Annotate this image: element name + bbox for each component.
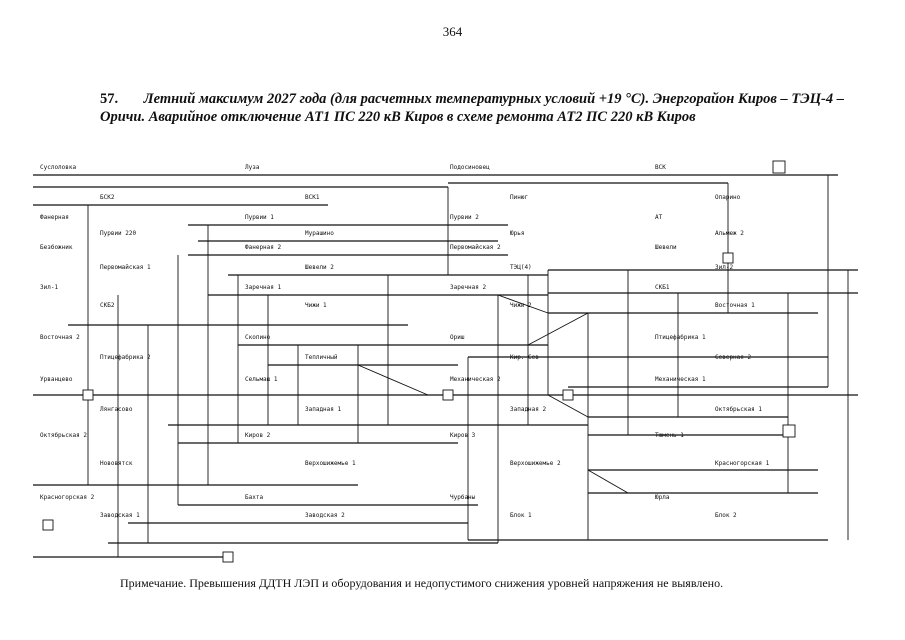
diagram-label: Птицефабрика 1 bbox=[655, 334, 706, 341]
diagram-label: Юрья bbox=[510, 230, 524, 237]
diagram-label: Киров 3 bbox=[450, 432, 476, 439]
diagram-label: Нововятск bbox=[100, 460, 133, 467]
diagram-label: Чижи 1 bbox=[305, 302, 327, 309]
diagram-label: Бахта bbox=[245, 494, 263, 501]
diagram-label: Пурвии 2 bbox=[450, 214, 479, 221]
schema-svg: Суслоловка Луза Подосиновец ВСК БСК2 ВСК1 Пиню… bbox=[33, 160, 858, 563]
diagram-label: Чурбаны bbox=[450, 494, 476, 501]
diagram-label: ТЭЦ(4) bbox=[510, 264, 532, 271]
diagram-label: Блок 1 bbox=[510, 512, 532, 519]
page-number: 364 bbox=[442, 24, 463, 39]
diagram-label: Западная 2 bbox=[510, 406, 547, 413]
diagram-label: Восточная 1 bbox=[715, 302, 755, 309]
diagram-label: Пурвии 1 bbox=[245, 214, 274, 221]
diagram-label: ВСК1 bbox=[305, 194, 320, 201]
diagram-label: ВСК bbox=[655, 164, 666, 171]
diagram-label: АТ bbox=[655, 214, 663, 221]
diagram-label: Северная 2 bbox=[715, 354, 752, 361]
section-number: 57. bbox=[100, 91, 119, 107]
diagram-label: Тюмень 1 bbox=[655, 432, 684, 439]
diagram-label: Кир. Сев bbox=[510, 354, 539, 361]
network-diagram: Суслоловка Луза Подосиновец ВСК БСК2 ВСК1 Пиню… bbox=[28, 125, 863, 565]
diagram-label: Зил-1 bbox=[40, 284, 58, 291]
diagram-label: СКБ1 bbox=[655, 284, 670, 291]
heading: 57. Летний максимум 2027 года (для расче… bbox=[100, 90, 845, 126]
diagram-label: Октябрьская 1 bbox=[715, 406, 762, 413]
diagram-label: Сельмаш 1 bbox=[245, 376, 278, 383]
diagram-label: Опарино bbox=[715, 194, 741, 201]
diagram-label: Фанерная bbox=[40, 214, 69, 221]
diagram-label: Механическая 2 bbox=[450, 376, 501, 383]
diagram-label: Луза bbox=[245, 164, 260, 171]
diagram-label: Подосиновец bbox=[450, 164, 490, 171]
diagram-label: Заводская 2 bbox=[305, 512, 345, 519]
diagram-label: БСК2 bbox=[100, 194, 115, 201]
diagram-label: Шевели bbox=[655, 244, 677, 251]
diagram-label: Тепличный bbox=[305, 354, 338, 361]
diagram-label: Шевели 2 bbox=[305, 264, 334, 271]
diagram-label: Скопино bbox=[245, 334, 271, 341]
diagram-label: Первомайская 2 bbox=[450, 244, 501, 251]
feeders bbox=[87, 175, 849, 557]
diagram-label: Фанерная 2 bbox=[245, 244, 282, 251]
diagram-label: Чижи 2 bbox=[510, 302, 532, 309]
diagram-label: Мурашино bbox=[305, 230, 334, 237]
diagram-label: Ориш bbox=[450, 334, 465, 341]
diagram-label: Заречная 2 bbox=[450, 284, 487, 291]
note: Примечание. Превышения ДДТН ЛЭП и оборуд… bbox=[120, 576, 724, 590]
switch-boxes bbox=[42, 160, 796, 563]
diagram-label: Восточная 2 bbox=[40, 334, 80, 341]
diagram-label: Верхошижемье 1 bbox=[305, 460, 356, 467]
diagram-label: Верхошижемье 2 bbox=[510, 460, 561, 467]
diagram-label: Заводская 1 bbox=[100, 512, 140, 519]
diagram-label: Безбожник bbox=[40, 244, 73, 251]
diagram-label: Пинюг bbox=[510, 194, 528, 201]
diagram-label: Юрла bbox=[655, 494, 670, 501]
diagram-label: Первомайская 1 bbox=[100, 264, 151, 271]
diagram-label: Западная 1 bbox=[305, 406, 342, 413]
diagram-label: Пурвии 220 bbox=[100, 230, 137, 237]
diagram-label: Альмеж 2 bbox=[715, 230, 744, 237]
diagram-labels: Суслоловка Луза Подосиновец ВСК БСК2 ВСК1 Пиню… bbox=[40, 164, 770, 519]
diagram-label: Суслоловка bbox=[40, 164, 77, 171]
diagram-label: Механическая 1 bbox=[655, 376, 706, 383]
diagram-label: Красногорская 2 bbox=[40, 494, 95, 501]
diagram-label: Птицефабрика 2 bbox=[100, 354, 151, 361]
diagram-label: Киров 2 bbox=[245, 432, 271, 439]
diagram-label: Красногорская 1 bbox=[715, 460, 770, 467]
diagram-label: Зил-2 bbox=[715, 264, 733, 271]
diagram-label: Урванцево bbox=[40, 376, 73, 383]
diagram-label: Заречная 1 bbox=[245, 284, 282, 291]
diagram-label: СКБ2 bbox=[100, 302, 115, 309]
title: Летний максимум 2027 года (для расчетных… bbox=[100, 91, 844, 125]
diagram-label: Блок 2 bbox=[715, 512, 737, 519]
diagram-label: Октябрьская 2 bbox=[40, 432, 87, 439]
diagram-label: Лянгасово bbox=[100, 406, 133, 413]
